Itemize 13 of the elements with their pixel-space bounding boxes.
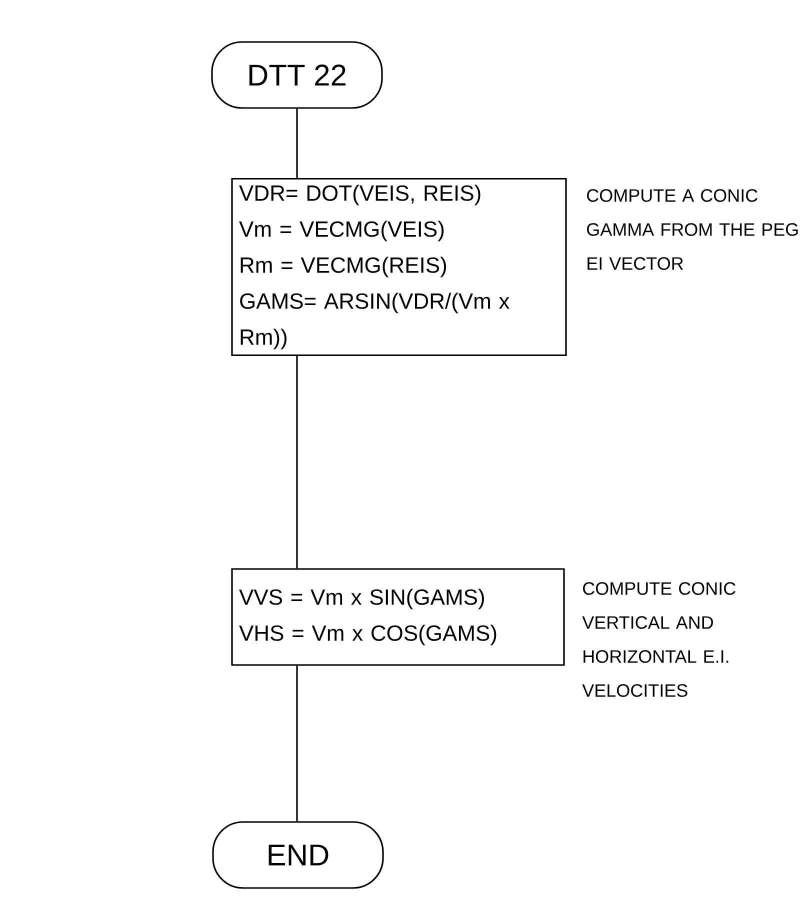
- process-box: VDR= DOT(VEIS, REIS) Vm = VECMG(VEIS) Rm = VECMG(REIS) GAMS= ARSIN(VDR/(Vm x Rm)): [231, 178, 567, 356]
- node-label: Vm = VECMG(VEIS): [239, 220, 444, 242]
- node-label: Rm = VECMG(REIS): [240, 256, 446, 278]
- annotation-text: COMPUTE A CONIC GAMMA FROM THE PEG EI VECTOR: [587, 189, 798, 270]
- process-box: VVS = Vm x SIN(GAMS) VHS = Vm x COS(GAMS): [231, 568, 565, 666]
- connector-line: [296, 666, 298, 822]
- connector-line: [296, 108, 298, 178]
- annotation-text: COMPUTE CONIC VERTICAL AND HORIZONTAL E.I. VELOCITIES: [582, 582, 736, 697]
- node-label: VDR= DOT(VEIS, REIS): [239, 184, 480, 206]
- node-label: GAMS= ARSIN(VDR/(Vm x Rm)): [240, 292, 510, 350]
- terminal-box: DTT 22: [211, 41, 383, 109]
- connector-line: [296, 356, 298, 568]
- terminal-box: END: [212, 821, 384, 889]
